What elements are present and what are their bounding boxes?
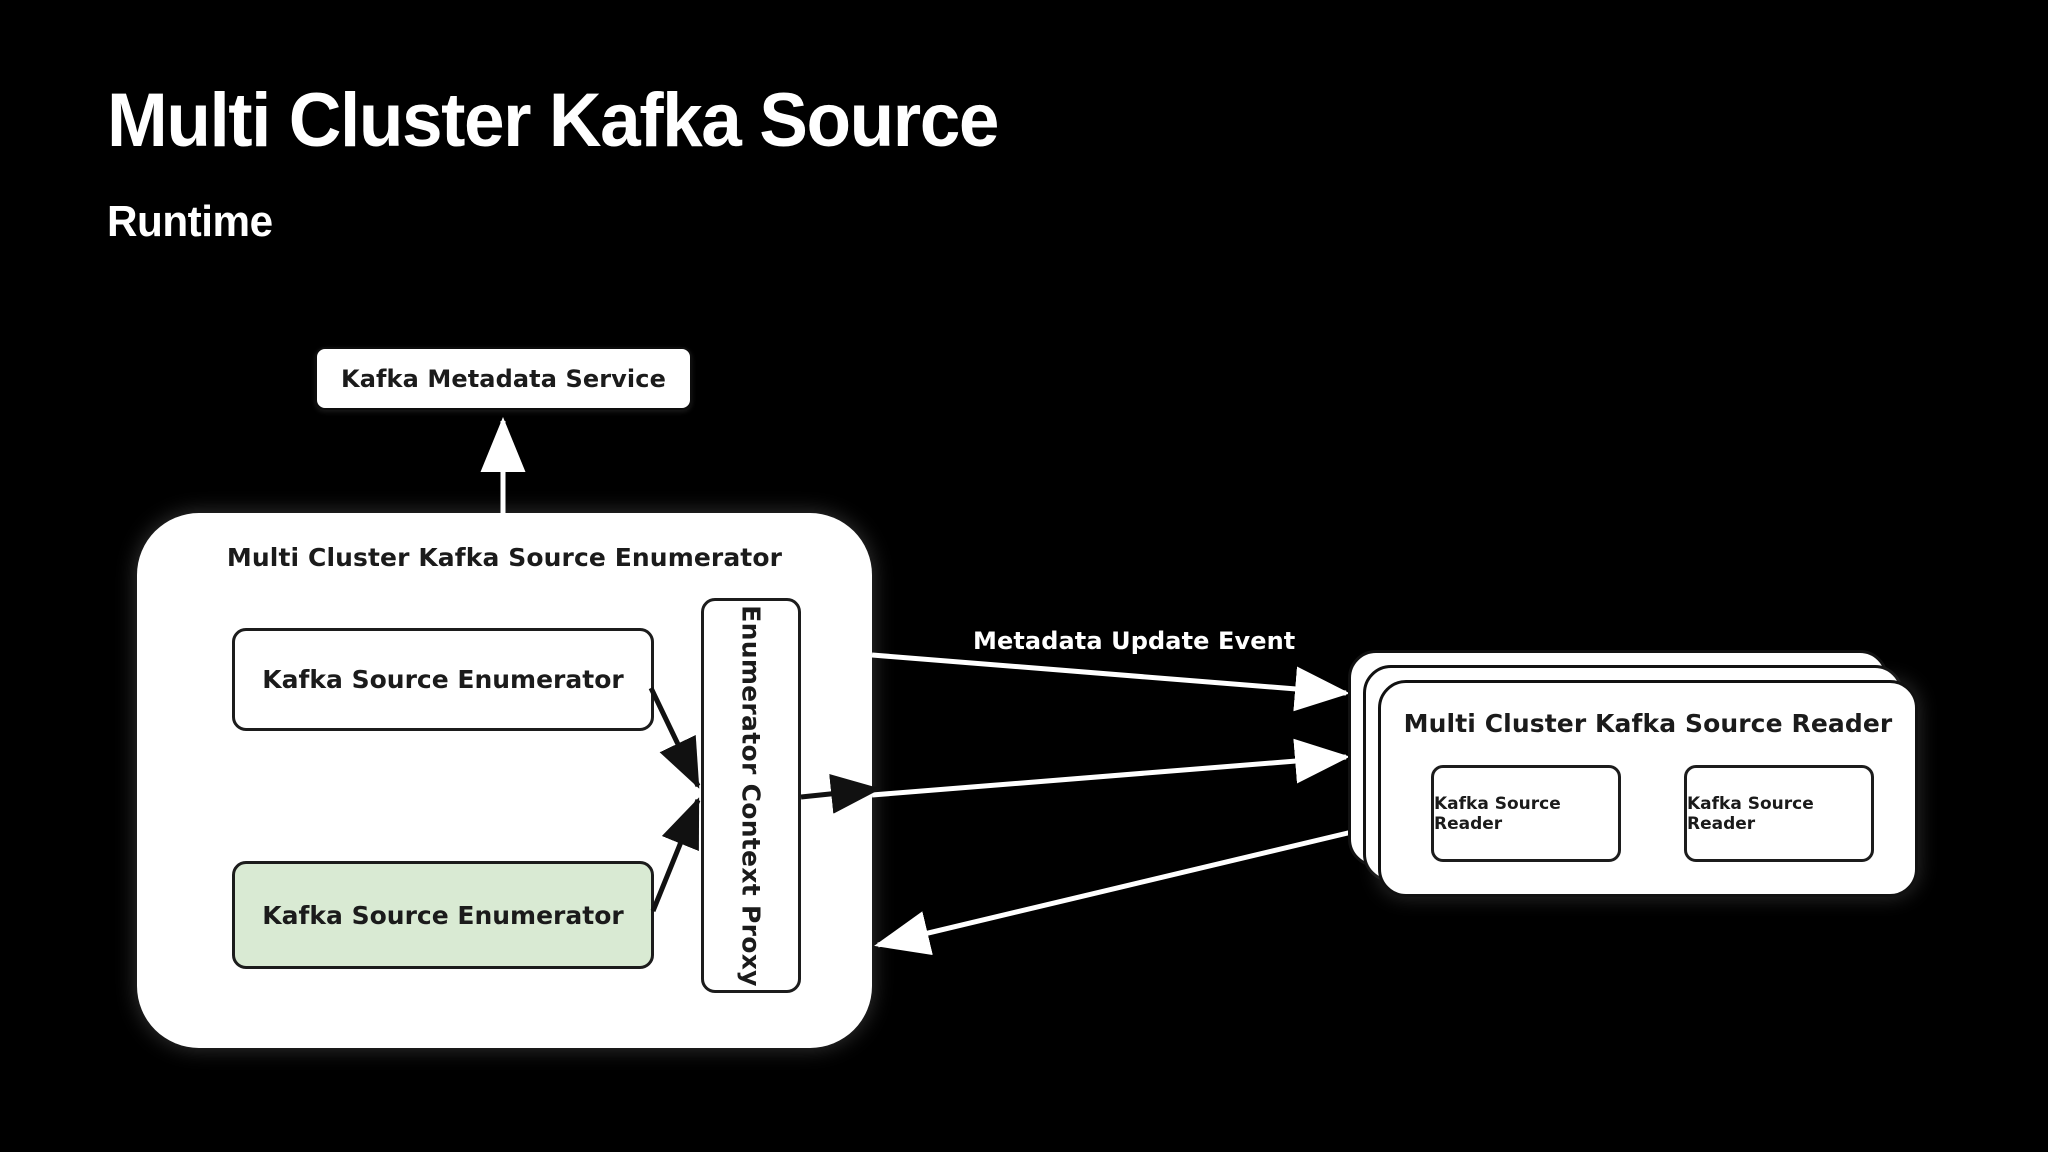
node-kafka-source-reader-a[interactable]: Kafka Source Reader [1431,765,1621,862]
node-kafka-metadata-service[interactable]: Kafka Metadata Service [315,347,692,410]
node-kafka-source-reader-b[interactable]: Kafka Source Reader [1684,765,1874,862]
page-subtitle: Runtime [107,197,273,246]
node-multi-cluster-kafka-source-reader-label: Multi Cluster Kafka Source Reader [1403,709,1893,738]
node-kafka-source-reader-b-label: Kafka Source Reader [1687,793,1814,834]
node-multi-cluster-kafka-source-enumerator-label: Multi Cluster Kafka Source Enumerator [226,543,783,572]
node-kafka-source-enumerator-a[interactable]: Kafka Source Enumerator [232,628,654,731]
node-kafka-source-enumerator-b-label: Kafka Source Enumerator [262,900,624,930]
node-enumerator-context-proxy[interactable]: Enumerator Context Proxy [701,598,801,993]
node-multi-cluster-kafka-source-reader[interactable]: Multi Cluster Kafka Source Reader Kafka … [1378,680,1918,897]
edge-reader-to-container [874,829,1353,956]
node-kafka-source-reader-a-label: Kafka Source Reader [1434,793,1561,834]
edge-label-metadata-update-event: Metadata Update Event [973,627,1296,655]
page-title: Multi Cluster Kafka Source [107,78,999,163]
node-kafka-metadata-service-label: Kafka Metadata Service [341,364,666,393]
edge-container-to-reader-middle [871,738,1350,798]
node-kafka-source-enumerator-a-label: Kafka Source Enumerator [262,665,624,694]
node-reader-stack: Multi Cluster Kafka Source Reader Kafka … [1348,650,1918,900]
edge-container-to-reader-top [871,652,1350,712]
node-kafka-source-enumerator-b[interactable]: Kafka Source Enumerator [232,861,654,969]
node-enumerator-context-proxy-label: Enumerator Context Proxy [736,604,766,987]
